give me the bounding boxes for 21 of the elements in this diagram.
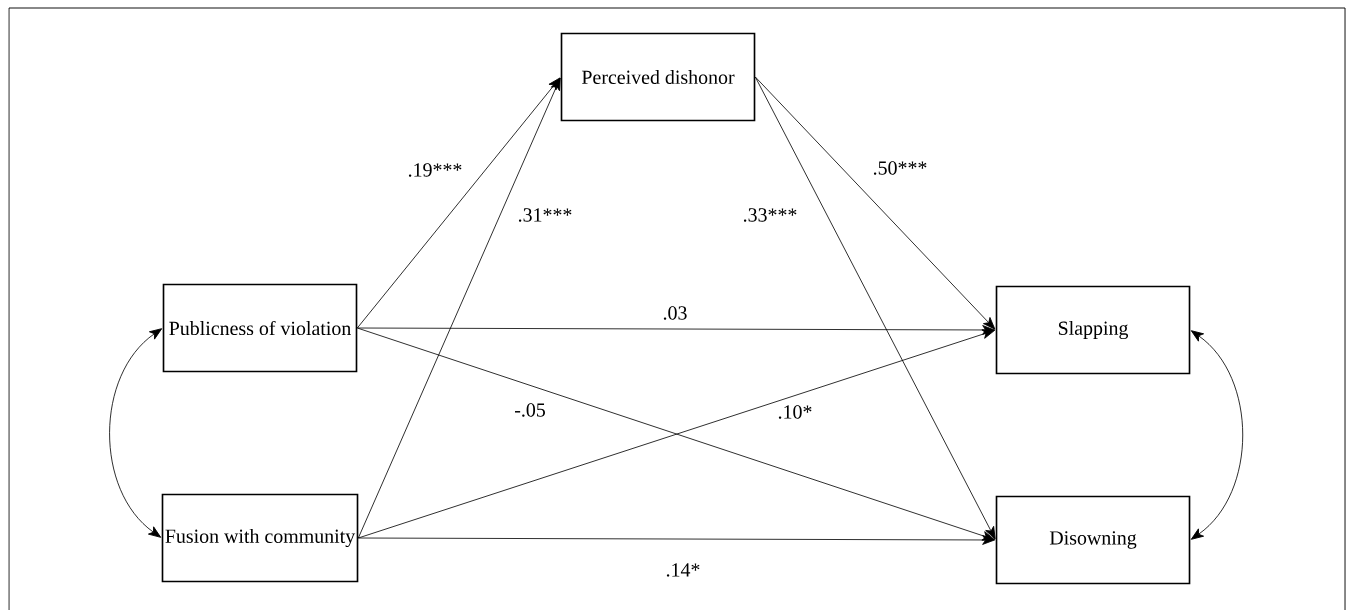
arrow <box>356 325 995 335</box>
arrow <box>754 76 996 540</box>
variable-box: Slapping <box>995 285 1191 375</box>
arrow <box>1190 330 1244 540</box>
edge-label: .33*** <box>741 207 799 223</box>
edge-label: .10* <box>776 404 814 420</box>
arrow <box>109 328 163 538</box>
edge-label: .19*** <box>406 162 464 178</box>
edge-label: .14* <box>664 562 702 578</box>
variable-box: Fusion with community <box>161 493 359 583</box>
arrow <box>356 77 561 329</box>
variable-box: Perceived dishonor <box>560 32 756 122</box>
variable-box: Disowning <box>995 495 1191 585</box>
edge-label: .31*** <box>516 207 574 223</box>
arrow <box>357 77 561 539</box>
edge-label: -.05 <box>513 402 547 418</box>
variable-box: Publicness of violation <box>162 283 358 373</box>
edge-label: .50*** <box>871 160 929 176</box>
edge-label: .03 <box>661 305 689 321</box>
arrow <box>357 535 995 545</box>
arrow <box>754 76 996 330</box>
